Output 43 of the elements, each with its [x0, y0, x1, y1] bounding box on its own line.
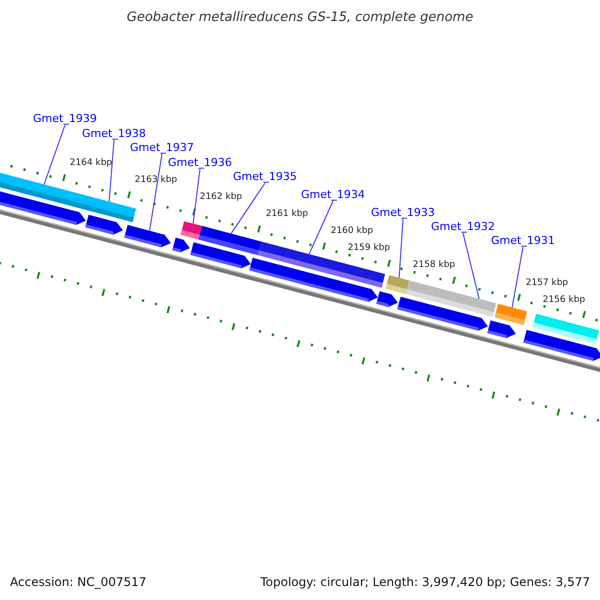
genome-stats-text: Topology: circular; Length: 3,997,420 bp; Genes: 3,577 [260, 575, 590, 589]
gene-feature [190, 242, 251, 268]
gene-label: Gmet_1939 [33, 112, 97, 125]
gene-feature [172, 238, 190, 252]
scale-label: 2157 kbp [526, 278, 568, 289]
scale-label: 2160 kbp [330, 226, 374, 238]
leader-line [44, 124, 66, 185]
gene-feature [180, 221, 202, 240]
gene-feature [386, 275, 410, 294]
gene-label: Gmet_1932 [431, 220, 495, 233]
gene-feature [124, 224, 171, 248]
gene-label: Gmet_1933 [371, 206, 435, 219]
gene-label: Gmet_1936 [168, 156, 232, 169]
scale-label: 2164 kbp [70, 158, 112, 169]
gene-label: Gmet_1931 [491, 234, 555, 247]
gene-feature [96, 198, 136, 222]
leader-line [108, 140, 114, 202]
gene-feature [523, 330, 600, 361]
leader-line [462, 232, 480, 300]
leader-line [149, 154, 162, 232]
gene-feature [494, 304, 528, 325]
gene-feature [249, 258, 378, 302]
gene-label: Gmet_1934 [301, 188, 365, 201]
scale-label: 2163 kbp [134, 174, 178, 186]
gene-feature [85, 214, 123, 235]
leader-line [512, 246, 524, 308]
accession-text: Accession: NC_007517 [10, 575, 146, 589]
scale-label: 2162 kbp [200, 192, 242, 203]
scale-label: 2159 kbp [348, 243, 390, 254]
leader-line [398, 218, 404, 278]
gene-label: Gmet_1935 [233, 170, 297, 183]
leader-line [192, 168, 200, 224]
gene-label: Gmet_1938 [82, 127, 146, 140]
scale-label: 2158 kbp [412, 260, 456, 272]
scale-label: 2156 kbp [542, 294, 586, 306]
gene-feature [487, 320, 516, 338]
gene-label: Gmet_1937 [130, 141, 194, 154]
leader-line [230, 182, 266, 234]
gene-feature [397, 296, 488, 331]
gene-feature [376, 291, 398, 307]
leader-line [308, 200, 334, 255]
scale-label: 2161 kbp [266, 209, 308, 220]
title: Geobacter metallireducens GS-15, complete genome [126, 10, 474, 25]
